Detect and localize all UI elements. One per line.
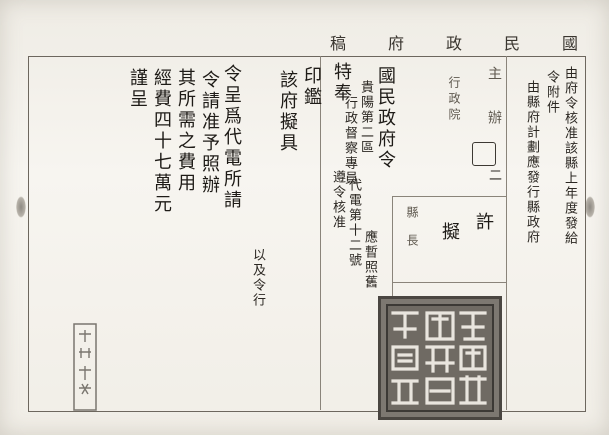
body-column-left-4: 經費四十七萬元 <box>151 68 172 215</box>
row-divider <box>392 196 506 197</box>
body-column-left-5: 謹呈 <box>127 68 148 110</box>
printed-label-ban: 辦 <box>486 110 502 128</box>
handwritten-column-2: 令附件 <box>544 70 559 115</box>
letterhead-char: 國 <box>561 34 580 53</box>
signature-ni: 擬 <box>439 222 460 243</box>
letterhead-char: 政 <box>445 34 464 53</box>
body-column-left-6: 以及令行 <box>250 248 265 308</box>
order-addressee-column: 貴陽第二區 <box>358 80 373 155</box>
number-mark: 二 <box>486 168 501 183</box>
stamp-small-seal <box>72 322 98 412</box>
order-header-column: 國民政府令 <box>375 66 396 171</box>
printed-label-zhu: 主 <box>486 66 502 84</box>
printed-label-xian: 縣 <box>405 206 419 222</box>
column-divider <box>506 56 507 410</box>
order-body-column-4: 應暫照舊 <box>362 230 377 290</box>
handwritten-column-3: 由縣府計劃應發行縣政府 <box>524 80 539 245</box>
row-divider <box>392 282 506 283</box>
column-divider <box>320 56 321 410</box>
form-frame <box>28 56 586 412</box>
signature-xu: 許 <box>473 212 494 233</box>
body-column-left-3: 其所需之費用 <box>175 68 196 194</box>
official-seal <box>378 296 502 420</box>
small-stamp-box <box>472 142 496 166</box>
letterhead-char: 民 <box>503 34 522 53</box>
body-column-left-2: 令請准予照辦 <box>199 70 220 196</box>
printed-label-column: 行政院 <box>447 76 461 124</box>
letterhead-char: 稿 <box>330 34 349 53</box>
binding-hole-left <box>16 196 26 218</box>
binding-hole-right <box>585 196 595 218</box>
letterhead-char: 府 <box>387 34 406 53</box>
handwritten-column-1: 由府令核准該縣上年度發給 <box>562 66 577 246</box>
order-body-column-2: 代電第十二號 <box>346 178 361 268</box>
body-column-left-1: 令呈爲代電所請 <box>221 64 242 211</box>
letterhead-title: 稿 府 政 民 國 <box>330 30 580 53</box>
body-column-a: 印鑑 <box>301 66 322 108</box>
body-column-b: 該府擬具 <box>277 70 298 154</box>
order-body-column-3: 遵令核准 <box>330 170 345 230</box>
printed-label-zhang: 長 <box>405 234 419 250</box>
order-addressee-column-2: 行政督察專員 <box>342 96 357 186</box>
order-body-column-1: 特奉 <box>331 62 352 104</box>
